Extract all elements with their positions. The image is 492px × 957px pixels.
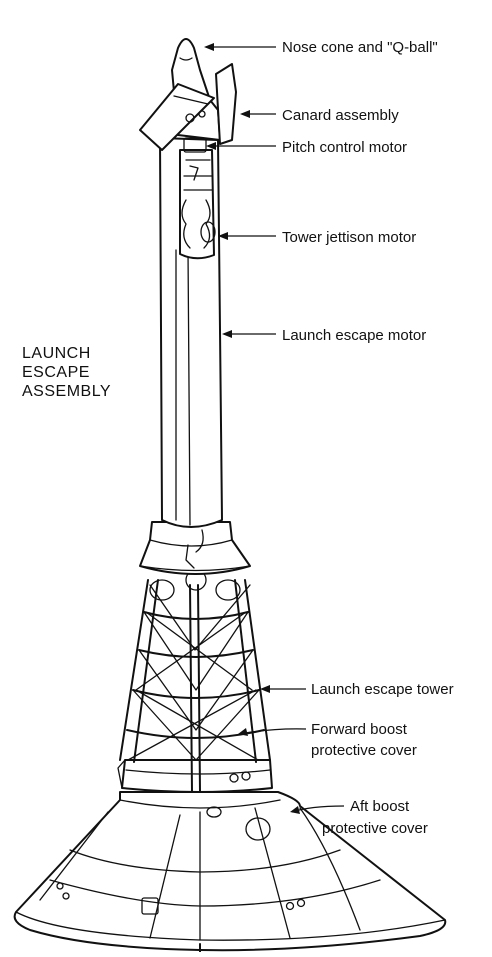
internal-motors-drawing <box>179 137 216 260</box>
title-line-3: ASSEMBLY <box>22 383 111 400</box>
label-forward-boost-cover-line-2: protective cover <box>311 742 417 759</box>
diagram-title: LAUNCH ESCAPE ASSEMBLY <box>22 345 111 400</box>
callout-leaders <box>204 43 345 814</box>
label-tower-jettison-motor: Tower jettison motor <box>282 229 416 246</box>
title-line-1: LAUNCH <box>22 345 91 362</box>
nose-and-canard-drawing <box>139 38 237 151</box>
forward-boost-cover-drawing <box>117 759 273 793</box>
label-launch-escape-tower: Launch escape tower <box>311 681 454 698</box>
callout-labels: Nose cone and "Q-ball" Canard assembly P… <box>282 39 454 837</box>
aft-boost-cover-drawing <box>13 791 447 953</box>
title-line-2: ESCAPE <box>22 364 90 381</box>
label-canard-assembly: Canard assembly <box>282 107 399 124</box>
label-pitch-control-motor: Pitch control motor <box>282 139 407 156</box>
tower-shroud-drawing <box>139 521 251 575</box>
label-aft-boost-cover-line-2: protective cover <box>322 820 428 837</box>
label-aft-boost-cover-line-1: Aft boost <box>350 798 410 815</box>
label-nose-cone: Nose cone and "Q-ball" <box>282 39 438 56</box>
escape-tower-truss-drawing <box>119 569 271 793</box>
assembly-illustration <box>13 38 447 953</box>
label-launch-escape-motor: Launch escape motor <box>282 327 426 344</box>
label-forward-boost-cover-line-1: Forward boost <box>311 721 408 738</box>
